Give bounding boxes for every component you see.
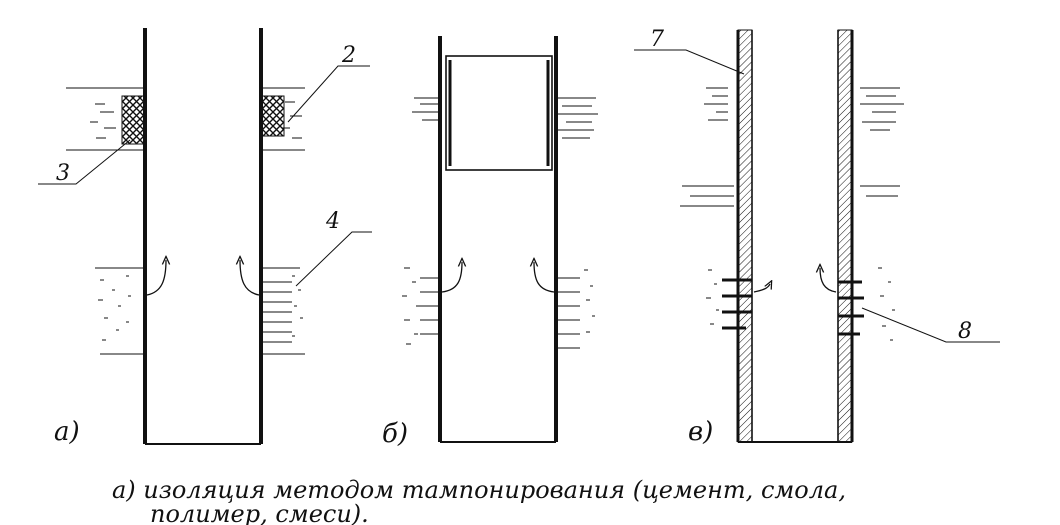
packer-sleeve xyxy=(445,55,553,171)
panel-a xyxy=(38,28,372,445)
callout-8: 8 xyxy=(958,319,972,344)
leader-line xyxy=(38,139,131,185)
callout-3: 3 xyxy=(56,161,70,186)
cement-sheath-left xyxy=(737,29,753,443)
panel-label-b: б) xyxy=(382,419,408,449)
tamponage-plug-right xyxy=(261,95,285,137)
panel-b xyxy=(402,36,598,443)
leader-line xyxy=(861,307,1000,343)
flow-arrow xyxy=(441,262,462,293)
callout-7: 7 xyxy=(650,27,664,52)
callout-2: 2 xyxy=(341,43,356,68)
flow-arrow xyxy=(240,260,260,296)
flow-arrow xyxy=(820,268,837,293)
aquifer-layer-upper xyxy=(66,87,305,151)
well-walls-c xyxy=(736,30,854,443)
leader-line xyxy=(634,49,745,75)
tamponage-plug-left xyxy=(121,95,145,145)
flow-arrow xyxy=(146,260,166,296)
absorbing-layer-lower xyxy=(95,267,305,355)
panel-label-c: в) xyxy=(688,417,713,447)
caption-line-1: а) изоляция методом тампонирования (цеме… xyxy=(112,476,846,504)
layer-marks-b xyxy=(402,97,598,349)
well-walls-b xyxy=(438,36,558,443)
flow-arrow xyxy=(753,284,770,293)
callout-4: 4 xyxy=(325,209,340,234)
leader-line xyxy=(287,65,370,123)
leader-line xyxy=(295,231,372,287)
panel-label-a: а) xyxy=(54,417,80,447)
perforations xyxy=(722,278,864,336)
caption-line-2: полимер, смеси). xyxy=(150,500,369,525)
flow-arrow xyxy=(534,262,555,293)
cement-sheath-right xyxy=(837,29,853,443)
well-walls-a xyxy=(143,28,263,445)
panel-c xyxy=(634,29,1000,443)
layer-marks-c xyxy=(680,87,904,341)
